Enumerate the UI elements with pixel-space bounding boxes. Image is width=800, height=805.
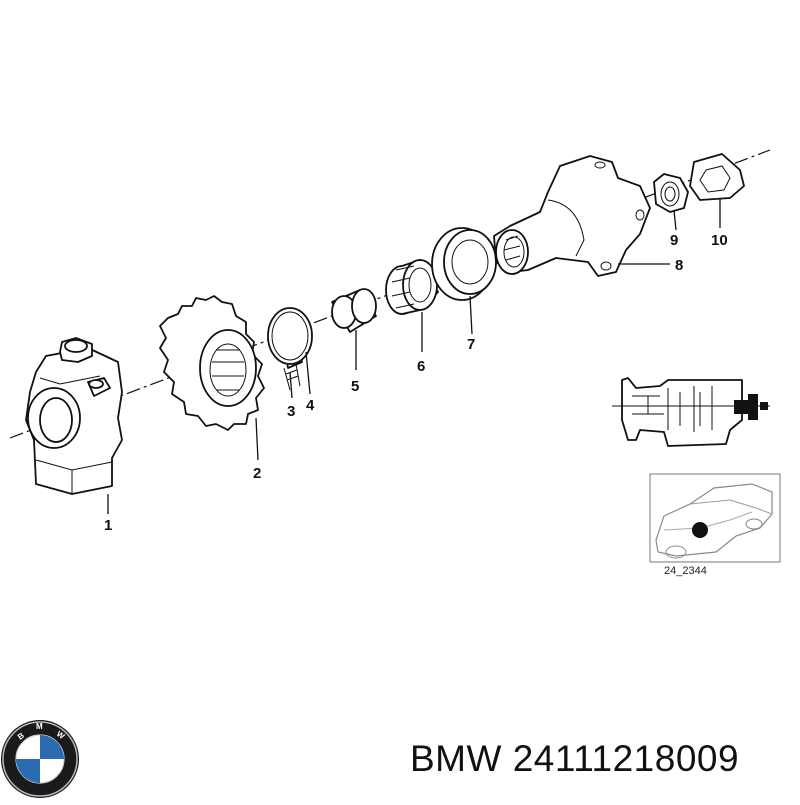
svg-text:M: M bbox=[36, 722, 43, 731]
part-1-housing bbox=[25, 337, 123, 495]
callout-4: 4 bbox=[306, 397, 315, 414]
part-6-needle-bearing bbox=[385, 259, 439, 315]
car-locator-icon bbox=[649, 473, 781, 563]
callout-1: 1 bbox=[104, 517, 112, 534]
part-number-caption: BMW 24111218009 bbox=[410, 738, 740, 779]
callout-5: 5 bbox=[351, 378, 359, 395]
leader-lines bbox=[107, 198, 721, 514]
callout-9: 9 bbox=[670, 232, 678, 249]
part-2-gear bbox=[159, 295, 265, 431]
part-9-collar-nut bbox=[653, 173, 689, 213]
part-4-circlip bbox=[267, 307, 313, 365]
callout-labels: 1 2 3 4 5 6 7 8 9 10 bbox=[104, 232, 728, 534]
bmw-roundel-icon: B M W bbox=[1, 720, 79, 798]
part-8-flange bbox=[493, 155, 651, 277]
part-7-seal bbox=[431, 227, 497, 301]
svg-text:W: W bbox=[55, 729, 67, 741]
callout-8: 8 bbox=[675, 257, 683, 274]
callout-7: 7 bbox=[467, 336, 475, 353]
callout-6: 6 bbox=[417, 358, 425, 375]
part-10-lock-plate bbox=[689, 153, 745, 201]
svg-text:B: B bbox=[16, 731, 26, 742]
transmission-locator-icon bbox=[612, 377, 770, 447]
part-5-sleeve bbox=[331, 288, 377, 333]
callout-3: 3 bbox=[287, 403, 295, 420]
callout-2: 2 bbox=[253, 465, 261, 482]
callout-10: 10 bbox=[711, 232, 728, 249]
reference-code: 24_2344 bbox=[664, 565, 707, 577]
